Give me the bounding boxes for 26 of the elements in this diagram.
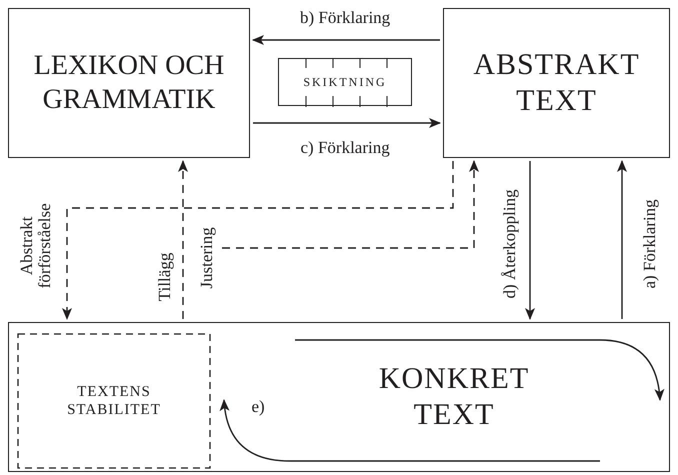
dashed-arrow [178,160,188,319]
arrow [253,118,441,128]
layer-box [278,58,412,106]
dashed-box [17,333,211,469]
node-text: LEXIKON OCH GRAMMATIK [32,49,226,117]
arrow [617,160,627,319]
edge-label: b) Förklaring [300,9,390,27]
edge-label: e) [252,398,265,416]
edge-label: Justering [198,226,216,291]
curved-arrow [220,399,600,462]
node-text: TEXTENS STABILITET [66,383,162,419]
dashed-arrow [222,160,479,249]
process-box [8,8,250,158]
edge-label: Abstrakt förförståelse [18,202,54,290]
node-text: SKIKTNING [303,74,387,90]
edge-label: Tillägg [156,252,174,304]
node-text: KONKRET TEXT [378,361,530,433]
edge-label: d) Återkoppling [501,188,519,299]
process-box [443,8,670,158]
edge-label: a) Förklaring [641,198,659,291]
node-text: ABSTRAKT TEXT [472,47,641,119]
arrow [525,161,535,320]
dashed-arrow [62,161,454,320]
arrow [252,35,440,45]
process-box [8,322,670,472]
edge-label: c) Förklaring [300,139,390,157]
